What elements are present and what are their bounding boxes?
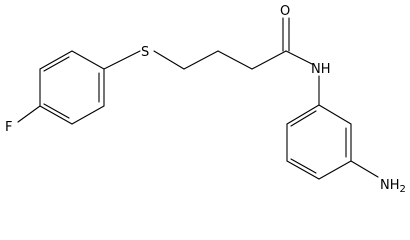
aminophenyl-ring <box>286 104 352 180</box>
bond <box>71 50 105 70</box>
bond <box>286 104 320 125</box>
bond <box>153 50 185 70</box>
bond <box>318 104 352 125</box>
oxygen-label: O <box>280 4 290 19</box>
bond <box>286 160 320 180</box>
bond <box>251 50 287 70</box>
amine-text: NH <box>380 178 400 193</box>
aromatic-inner-bond <box>290 110 317 127</box>
bond <box>71 105 105 125</box>
bond <box>39 50 73 70</box>
bond <box>17 105 41 123</box>
fluorophenyl-ring <box>39 50 105 125</box>
bond <box>350 160 379 178</box>
aromatic-inner-bond <box>290 158 317 174</box>
bond <box>39 105 73 125</box>
bond <box>318 160 352 180</box>
sulfur-label: S <box>141 45 149 60</box>
bond <box>183 50 219 70</box>
chemical-structure: F S O NH NH2 <box>5 4 406 195</box>
amide-nitrogen-label: NH <box>311 62 331 77</box>
bond <box>217 50 253 70</box>
bond <box>103 50 141 70</box>
aromatic-inner-bond <box>43 56 70 72</box>
amine-subscript: 2 <box>400 184 406 195</box>
amine-label: NH2 <box>380 178 406 195</box>
bond <box>285 50 313 65</box>
fluorine-label: F <box>5 120 12 135</box>
aromatic-inner-bond <box>43 103 70 119</box>
